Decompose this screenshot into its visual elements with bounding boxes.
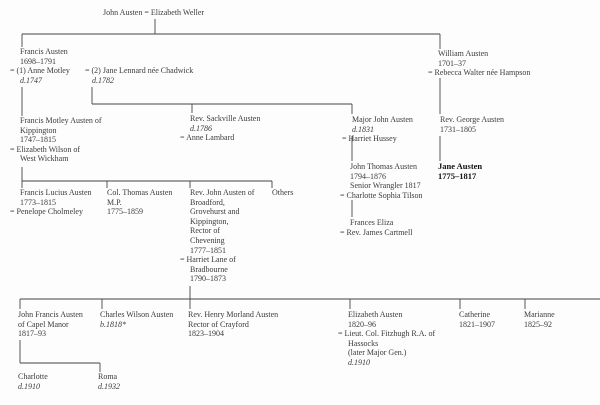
person-line: d.1786 xyxy=(190,123,212,133)
person-line: Rev. George Austen xyxy=(440,115,504,124)
person-line: John Francis Austen xyxy=(18,310,83,319)
person-line: Francis Lucius Austen xyxy=(20,188,92,197)
person-line: 1701–37 xyxy=(438,58,466,68)
person-line: (later Major Gen.) xyxy=(348,348,407,358)
person-line: = Harriet Lane of xyxy=(180,255,236,265)
person-line: Col. Thomas Austen xyxy=(107,188,173,197)
person-line: 1775–1817 xyxy=(438,170,477,181)
person-line: of Capel Manor xyxy=(18,319,69,329)
person-line: 1731–1805 xyxy=(440,124,476,134)
person-line: Francis Austen xyxy=(20,47,68,56)
person-line: 1773–1815 xyxy=(20,197,56,207)
person-line: = Charlotte Sophia Tilson xyxy=(340,190,423,200)
person-line: 1820–96 xyxy=(348,319,376,329)
person-line: Grovehurst and xyxy=(190,207,240,217)
person-line: d.1910 xyxy=(18,381,40,391)
person-line: d.1831 xyxy=(352,124,374,134)
person-others: Others xyxy=(272,188,293,198)
person-line: = Elizabeth Wilson of xyxy=(10,144,81,154)
person-line: = Lieut. Col. Fitzhugh R.A. of xyxy=(338,329,436,339)
person-line: b.1818* xyxy=(100,319,126,329)
person-line: Bradbourne xyxy=(190,264,228,274)
person-line: Rev. John Austen of xyxy=(190,188,255,197)
person-line: Rev. Henry Morland Austen xyxy=(188,310,279,319)
person-line: Chevening xyxy=(190,235,225,245)
person-line: = Rev. James Cartmell xyxy=(340,227,413,237)
person-line: 1775–1859 xyxy=(107,207,143,217)
person-line: Elizabeth Austen xyxy=(348,310,403,319)
person-line: Broadford, xyxy=(190,197,225,207)
person-line: 1777–1851 xyxy=(190,245,226,255)
person-line: Charlotte xyxy=(18,372,48,381)
person-line: = (2) Jane Lennard née Chadwick xyxy=(85,66,194,75)
person-line: 1817–93 xyxy=(18,329,46,339)
person-line: 1825–92 xyxy=(524,319,552,329)
person-line: John Austen = Elizabeth Weller xyxy=(103,8,205,17)
person-line: d.1747 xyxy=(20,75,42,85)
person-line: 1821–1907 xyxy=(459,319,495,329)
person-root: John Austen = Elizabeth Weller xyxy=(103,8,204,18)
person-line: 1698–1791 xyxy=(20,56,56,66)
person-line: d.1910 xyxy=(348,357,370,367)
person-line: 1747–1815 xyxy=(20,135,56,145)
person-line: M.P. xyxy=(107,197,122,207)
person-line: Others xyxy=(272,188,294,197)
person-line: = (1) Anne Motley xyxy=(10,66,70,76)
person-line: Kippington xyxy=(20,125,57,135)
person-line: Hassocks xyxy=(348,338,379,348)
person-frances-eliza: Frances Eliza= Rev. James Cartmell xyxy=(340,218,412,237)
person-line: Jane Austen xyxy=(438,161,483,171)
person-line: Roma xyxy=(98,372,118,381)
person-line: Major John Austen xyxy=(352,115,413,124)
person-line: = Penelope Cholmeley xyxy=(10,207,83,217)
person-line: = Harriet Hussey xyxy=(342,134,397,144)
person-line: Catherine xyxy=(459,310,491,319)
person-line: William Austen xyxy=(438,49,489,58)
person-line: Charles Wilson Austen xyxy=(100,310,174,319)
person-line: 1823–1904 xyxy=(188,329,224,339)
person-line: Marianne xyxy=(524,310,555,319)
person-line: Senior Wrangler 1817 xyxy=(350,181,421,191)
person-line: John Thomas Austen xyxy=(350,162,417,171)
person-line: d.1782 xyxy=(92,75,114,85)
person-line: Kippington, xyxy=(190,216,229,226)
person-line: = Rebecca Walter née Hampson xyxy=(428,68,531,78)
person-line: 1790–1873 xyxy=(190,274,226,284)
person-line: West Wickham xyxy=(20,154,69,164)
person-line: d.1932 xyxy=(98,381,120,391)
person-line: Rector of xyxy=(190,226,220,236)
person-line: Rev. Sackville Austen xyxy=(190,114,261,123)
person-line: Francis Motley Austen of xyxy=(20,116,102,125)
person-line: Rector of Crayford xyxy=(188,319,249,329)
person-line: = Anne Lambard xyxy=(180,133,235,143)
person-line: 1794–1876 xyxy=(350,171,386,181)
person-line: Frances Eliza xyxy=(350,218,394,227)
